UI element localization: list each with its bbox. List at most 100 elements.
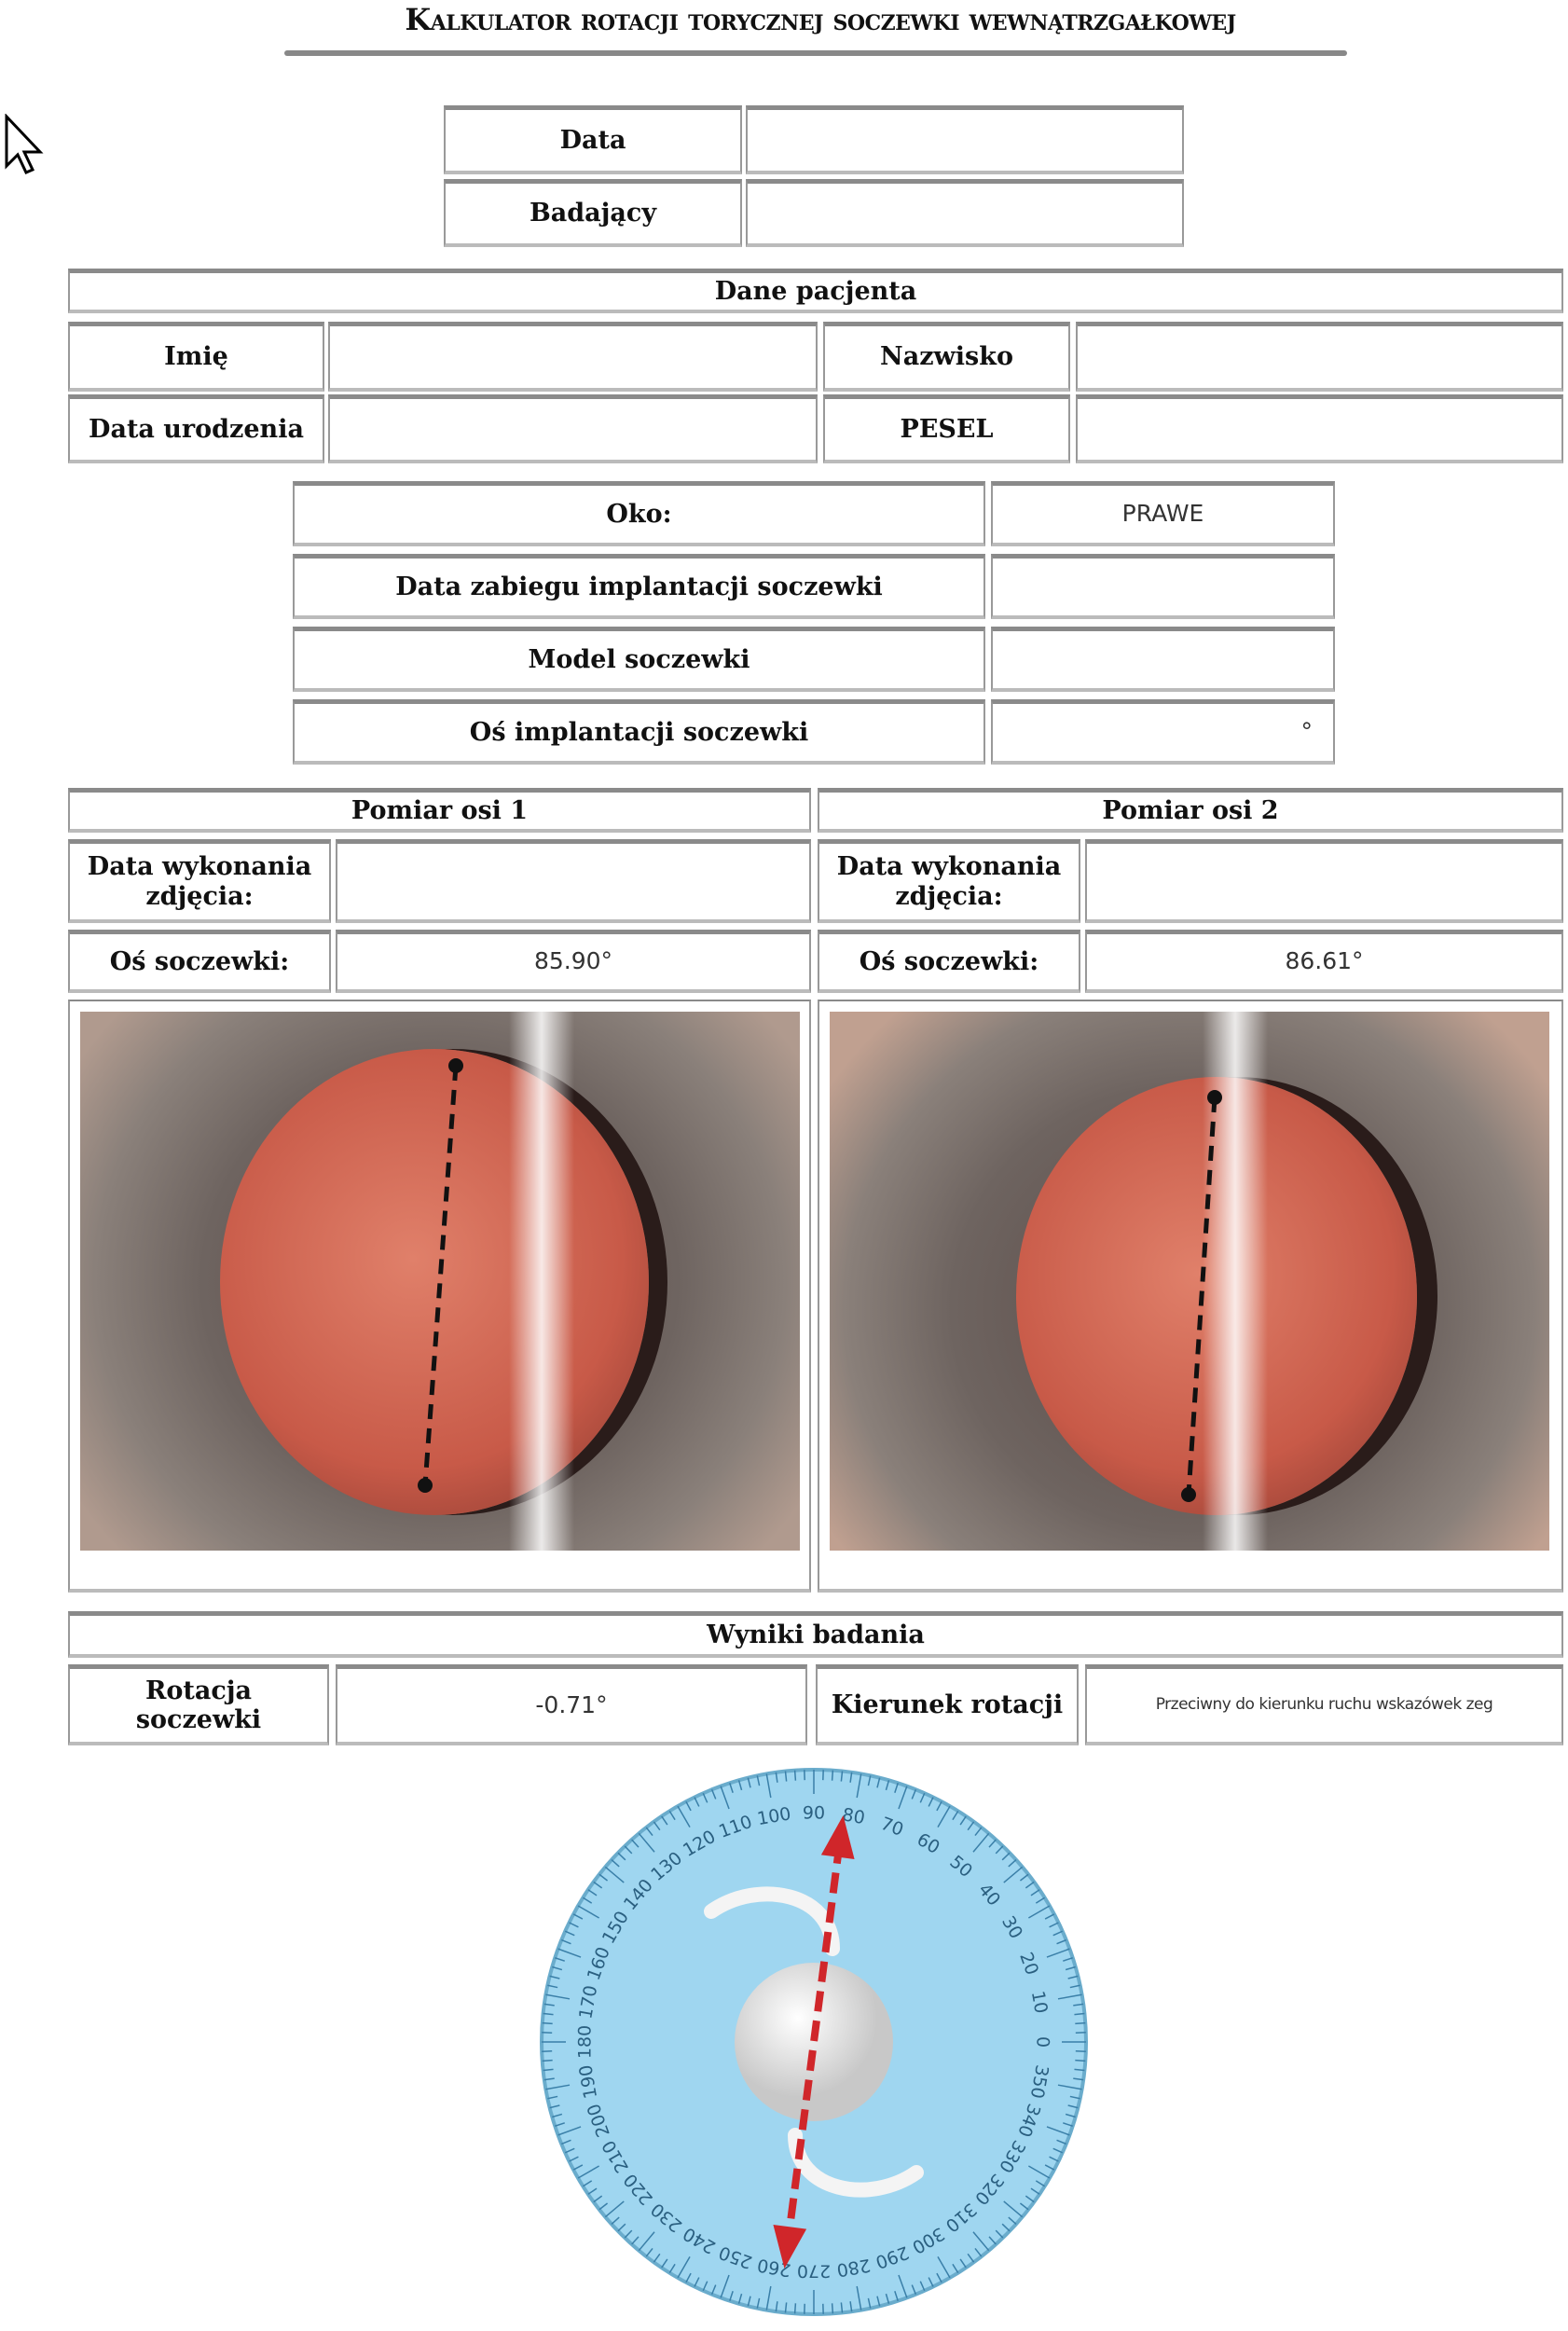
dial-tick (543, 2012, 554, 2016)
dial-tick (564, 1930, 575, 1937)
imie-field[interactable] (328, 322, 818, 392)
dial-tick (1052, 2147, 1064, 2154)
dial-tick (1035, 1897, 1046, 1904)
lens-model-field[interactable] (991, 627, 1335, 692)
dial-tick (747, 1777, 751, 1788)
dial-tick (737, 1780, 743, 1791)
dial-tick (653, 1821, 661, 1831)
dial-tick (1063, 1957, 1073, 1962)
dial-tick (849, 1772, 853, 1783)
dial-tick (919, 1792, 926, 1803)
dial-tick (577, 2165, 600, 2179)
dial-tick (1052, 1930, 1064, 1937)
dial-tick (631, 1839, 640, 1848)
dial-tick (685, 1800, 692, 1812)
dial-tick (710, 1788, 717, 1800)
dial-tick (974, 2247, 983, 2257)
dial-tick (995, 1845, 1004, 1855)
axis-arrow-icon (773, 1815, 855, 2269)
photo-date-2-field[interactable] (1085, 839, 1563, 923)
dial-tick (555, 1957, 565, 1962)
dial-tick (898, 1786, 908, 1810)
dial-tick (545, 2084, 571, 2090)
dial-tick (1003, 1866, 1024, 1883)
dial-tick (885, 1780, 890, 1791)
dob-field[interactable] (328, 394, 818, 463)
dial-label: 10 (1027, 1990, 1052, 2016)
dial-tick (1065, 2113, 1076, 2118)
dial-tick (587, 2187, 598, 2195)
dial-tick (1067, 2104, 1079, 2109)
dial-tick (937, 2255, 951, 2279)
dial-tick (557, 2126, 582, 2136)
nazwisko-label: Nazwisko (823, 322, 1070, 392)
dial-tick (1046, 1948, 1070, 1958)
photo-date-2-label: Data wykonania zdjęcia: (818, 839, 1080, 923)
surgery-date-field[interactable] (991, 554, 1335, 619)
direction-label: Kierunek rotacji (816, 1664, 1079, 1745)
dial-tick (737, 2293, 743, 2304)
dial-tick (1056, 1938, 1067, 1945)
dial-tick (604, 1866, 625, 1883)
dial-tick (593, 1881, 603, 1889)
dial-tick (1027, 2165, 1051, 2179)
dial-tick (988, 1839, 997, 1848)
dial-tick (557, 1948, 582, 1958)
dial-tick (638, 1832, 655, 1853)
dial-tick (937, 1805, 951, 1828)
measurement-1-header: Pomiar osi 1 (68, 788, 811, 833)
dial-tick (547, 1984, 558, 1989)
dial-tick (831, 2303, 834, 2314)
dial-tick (849, 2301, 853, 2312)
dial-tick (995, 2229, 1004, 2239)
dial-labels: 0102030405060708090100110120130140150160… (575, 1803, 1053, 2282)
dial-tick (638, 2231, 655, 2252)
dial-tick (653, 2253, 661, 2263)
dial-tick (1027, 1905, 1051, 1919)
dial-tick (1044, 1913, 1055, 1920)
dial-tick (885, 2293, 890, 2304)
data-field[interactable] (746, 105, 1184, 174)
dial-tick (1025, 2195, 1035, 2203)
dial-tick (867, 1775, 872, 1786)
dob-label: Data urodzenia (68, 394, 324, 463)
dial-tick (720, 1786, 730, 1810)
axis-line-1 (418, 1058, 463, 1493)
dial-tick (1056, 2139, 1067, 2145)
implant-axis-field[interactable]: ° (991, 699, 1335, 765)
lens-model-label: Model soczewki (293, 627, 985, 692)
dial-tick (1073, 2003, 1084, 2007)
dial-tick (611, 2216, 620, 2225)
dial-tick (1001, 1852, 1011, 1861)
dial-tick (572, 1913, 584, 1920)
dial-tick (604, 2200, 625, 2218)
dial-tick (988, 2236, 997, 2245)
dial-tick (959, 1815, 967, 1826)
lens-axis-2-label: Oś soczewki: (818, 930, 1080, 993)
dial-tick (577, 1905, 600, 1919)
dial-tick (593, 2195, 603, 2203)
pesel-field[interactable] (1076, 394, 1563, 463)
nazwisko-field[interactable] (1076, 322, 1563, 392)
dial-tick (793, 1770, 797, 1781)
dial-tick (959, 2258, 967, 2269)
dial-tick (710, 2284, 717, 2296)
dial-tick (928, 2277, 934, 2287)
dial-tick (1057, 2084, 1082, 2090)
page-title: Kalkulator rotacji torycznej soczewki we… (405, 2, 1236, 37)
dial-tick (542, 2021, 553, 2025)
axis-line-2 (1181, 1090, 1222, 1502)
dial-tick (1001, 2223, 1011, 2232)
dial-tick (729, 2291, 734, 2301)
dial-tick (972, 2231, 990, 2252)
dial-tick (898, 2274, 908, 2298)
photo-date-1-field[interactable] (336, 839, 811, 923)
dial-tick (645, 1827, 653, 1837)
dial-tick (876, 2296, 881, 2307)
badajacy-field[interactable] (746, 179, 1184, 247)
dial-tick (911, 2284, 917, 2296)
dial-label: 180 (575, 2025, 596, 2059)
dial-tick (677, 1805, 691, 1828)
dial-tick (1025, 1881, 1035, 1889)
eye-select[interactable]: PRAWE (991, 481, 1335, 546)
